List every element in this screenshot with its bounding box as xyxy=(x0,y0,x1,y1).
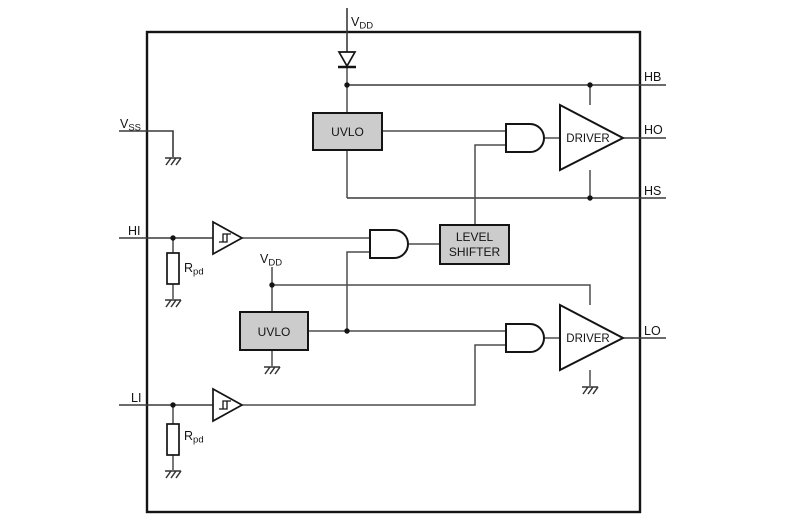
uvlo-high-label: UVLO xyxy=(331,125,364,139)
rpd-hi-resistor xyxy=(166,252,180,285)
pin-label-vdd-top-main: V xyxy=(351,15,360,29)
wire-vdd-to-driver-low xyxy=(272,284,591,305)
rpd-li-label-main: R xyxy=(184,429,193,443)
rpd-hi-label-main: R xyxy=(184,261,193,275)
rpd-hi-label-sub: pd xyxy=(193,267,204,278)
ground-icon-vss xyxy=(165,157,182,166)
rpd-li-resistor xyxy=(166,423,180,456)
level-shifter-label-line2: SHIFTER xyxy=(449,245,501,259)
junction-dot xyxy=(344,328,350,334)
and-gate-input-icon xyxy=(369,229,409,259)
junction-dot xyxy=(269,282,275,288)
rpd-li-label-sub: pd xyxy=(193,435,204,446)
junction-dot xyxy=(587,82,593,88)
pin-label-vss: VSS xyxy=(120,117,141,134)
rpd-hi-label: Rpd xyxy=(184,261,204,278)
ic-package-border xyxy=(145,30,642,514)
junction-dot xyxy=(587,195,593,201)
driver-low-triangle xyxy=(559,303,626,372)
driver-low-label: DRIVER xyxy=(566,333,609,345)
ground-icon-driver-low xyxy=(582,386,599,395)
uvlo-low-block xyxy=(239,311,309,351)
pin-label-hb: HB xyxy=(644,70,661,84)
pin-label-vdd-top: VDD xyxy=(351,15,373,32)
uvlo-high-block xyxy=(312,112,383,151)
ground-icon-rpd-li xyxy=(165,470,182,479)
junction-dot xyxy=(170,402,176,408)
pin-label-vdd-top-sub: DD xyxy=(359,21,373,32)
driver-high-label: DRIVER xyxy=(566,133,609,145)
level-shifter-block xyxy=(439,224,510,265)
ground-icon-uvlo-low xyxy=(264,366,281,375)
pin-label-vss-sub: SS xyxy=(128,123,141,134)
pin-label-hi: HI xyxy=(128,224,141,238)
rpd-li-label: Rpd xyxy=(184,429,204,446)
wire-vss-pin xyxy=(119,130,174,157)
net-label-vdd-internal: VDD xyxy=(260,252,282,269)
pin-label-hs: HS xyxy=(644,184,661,198)
junction-dot xyxy=(344,82,350,88)
level-shifter-label-line1: LEVEL xyxy=(456,230,494,244)
pin-label-vss-main: V xyxy=(120,117,129,131)
uvlo-low-label: UVLO xyxy=(258,325,291,339)
net-label-vdd-internal-sub: DD xyxy=(268,258,282,269)
junction-dot xyxy=(170,235,176,241)
pin-label-li: LI xyxy=(131,391,141,405)
wire-levelshifter-to-and xyxy=(474,144,506,225)
ground-icon-rpd-hi xyxy=(165,299,182,308)
net-label-vdd-internal-main: V xyxy=(260,252,269,266)
driver-high-triangle xyxy=(559,103,626,172)
and-gate-low-icon xyxy=(505,323,545,353)
schmitt-trigger-hi-icon xyxy=(212,220,244,256)
bootstrap-diode-icon xyxy=(337,51,357,69)
schmitt-trigger-li-icon xyxy=(212,387,244,423)
pin-label-lo: LO xyxy=(644,324,661,338)
pin-label-ho: HO xyxy=(644,123,663,137)
wire-and2-lower-input xyxy=(346,251,370,331)
and-gate-high-icon xyxy=(505,123,545,153)
wire-schmitt-li-out xyxy=(242,344,506,406)
